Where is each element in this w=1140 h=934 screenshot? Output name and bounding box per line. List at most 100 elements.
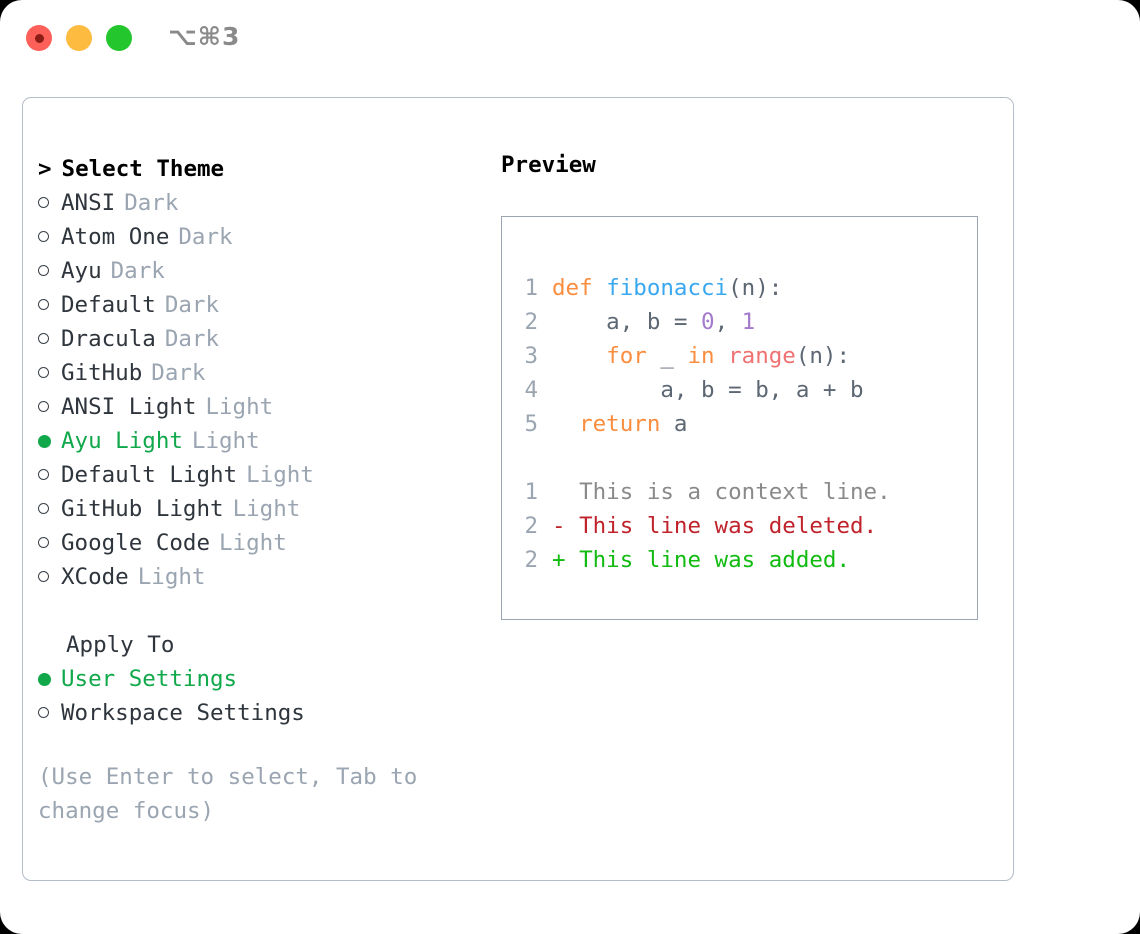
theme-list-item[interactable]: Default Light Light <box>38 458 488 492</box>
theme-name: Atom One <box>61 224 170 250</box>
theme-list-item[interactable]: Default Dark <box>38 288 488 322</box>
line-number: 5 <box>524 411 538 437</box>
line-number: 2 <box>524 547 538 573</box>
theme-name: Google Code <box>61 530 211 556</box>
theme-name: ANSI <box>61 190 116 216</box>
theme-list-item[interactable]: Ayu Light Light <box>38 424 488 458</box>
apply-to-label: User Settings <box>61 666 238 692</box>
code-line: 5 return a <box>518 407 891 441</box>
diff-line: 1 This is a context line. <box>518 475 891 509</box>
code-token: (n): <box>795 343 851 369</box>
theme-picker-header: > Select Theme <box>38 152 488 186</box>
preview-title: Preview <box>501 152 596 178</box>
code-token: _ <box>646 343 688 369</box>
line-number: 1 <box>524 275 538 301</box>
code-line: 4 a, b = b, a + b <box>518 373 891 407</box>
theme-variant-tag: Dark <box>178 224 233 250</box>
theme-variant-tag: Light <box>137 564 206 590</box>
theme-name: XCode <box>61 564 129 590</box>
theme-name: ANSI Light <box>61 394 197 420</box>
code-token: a, b = <box>552 309 702 335</box>
code-token: 0 <box>701 309 715 335</box>
code-token <box>552 343 606 369</box>
diff-text: This line was added. <box>565 547 851 573</box>
page-title: Select Theme <box>61 156 225 182</box>
diff-text: This is a context line. <box>565 479 891 505</box>
window-controls <box>26 25 132 51</box>
diff-line: 2 + This line was added. <box>518 543 891 577</box>
list-spacer <box>38 594 488 628</box>
theme-variant-tag: Dark <box>151 360 206 386</box>
title-bar: ⌥⌘3 <box>0 0 1140 78</box>
theme-variant-tag: Dark <box>164 292 220 318</box>
theme-name: Dracula <box>61 326 156 352</box>
code-token: for <box>606 343 647 369</box>
code-token: (n): <box>728 275 783 301</box>
code-line: 2 a, b = 0, 1 <box>518 305 891 339</box>
code-token: 1 <box>741 309 756 335</box>
apply-to-option[interactable]: Workspace Settings <box>38 696 488 730</box>
diff-marker: + <box>552 547 566 573</box>
apply-to-label: Workspace Settings <box>61 700 305 726</box>
theme-variant-tag: Light <box>246 462 314 488</box>
line-number: 4 <box>524 377 538 403</box>
code-blank-line <box>518 441 891 475</box>
code-token: a, b = b, a + b <box>552 377 864 403</box>
theme-list-item[interactable]: Ayu Dark <box>38 254 488 288</box>
diff-marker: - <box>552 513 566 539</box>
theme-variant-tag: Light <box>205 394 274 420</box>
theme-variant-tag: Light <box>219 530 287 556</box>
minimize-button-icon[interactable] <box>66 25 92 51</box>
theme-list-item[interactable]: GitHub Light Light <box>38 492 488 526</box>
theme-list-item[interactable]: ANSI Light Light <box>38 390 488 424</box>
code-token: a <box>660 411 688 437</box>
code-token: , <box>714 309 742 335</box>
line-number: 2 <box>524 309 538 335</box>
diff-line: 2- This line was deleted. <box>518 509 891 543</box>
theme-list-item[interactable]: Atom One Dark <box>38 220 488 254</box>
prompt-caret-icon: > <box>38 156 52 182</box>
line-number: 1 <box>524 479 538 505</box>
theme-name: Ayu <box>61 258 102 284</box>
theme-variant-tag: Dark <box>110 258 165 284</box>
line-number: 3 <box>524 343 538 369</box>
theme-variant-tag: Dark <box>124 190 179 216</box>
theme-list-item[interactable]: Dracula Dark <box>38 322 488 356</box>
diff-marker <box>552 479 566 505</box>
keyboard-shortcut-label: ⌥⌘3 <box>168 22 241 51</box>
code-token: in <box>687 343 715 369</box>
theme-list-item[interactable]: XCode Light <box>38 560 488 594</box>
theme-variant-tag: Light <box>191 428 260 454</box>
code-line: 3 for _ in range(n): <box>518 339 891 373</box>
theme-name: Default Light <box>61 462 238 488</box>
theme-name: Ayu Light <box>61 428 183 454</box>
code-token: fibonacci <box>606 275 729 301</box>
theme-list-item[interactable]: Google Code Light <box>38 526 488 560</box>
line-number: 2 <box>524 513 538 539</box>
theme-name: Default <box>61 292 156 318</box>
theme-list-item[interactable]: ANSI Dark <box>38 186 488 220</box>
diff-text: This line was deleted. <box>565 513 878 539</box>
code-token <box>552 411 579 437</box>
code-token <box>715 343 729 369</box>
maximize-button-icon[interactable] <box>106 25 132 51</box>
theme-variant-tag: Light <box>232 496 301 522</box>
close-button-icon[interactable] <box>26 25 52 51</box>
apply-to-header: Apply To <box>66 632 175 658</box>
code-line: 1 def fibonacci(n): <box>518 271 891 305</box>
apply-to-option[interactable]: User Settings <box>38 662 488 696</box>
theme-variant-tag: Dark <box>164 326 220 352</box>
code-token: def <box>552 275 607 301</box>
theme-name: GitHub Light <box>61 496 224 522</box>
code-token: range <box>728 343 796 369</box>
code-token: return <box>579 411 661 437</box>
